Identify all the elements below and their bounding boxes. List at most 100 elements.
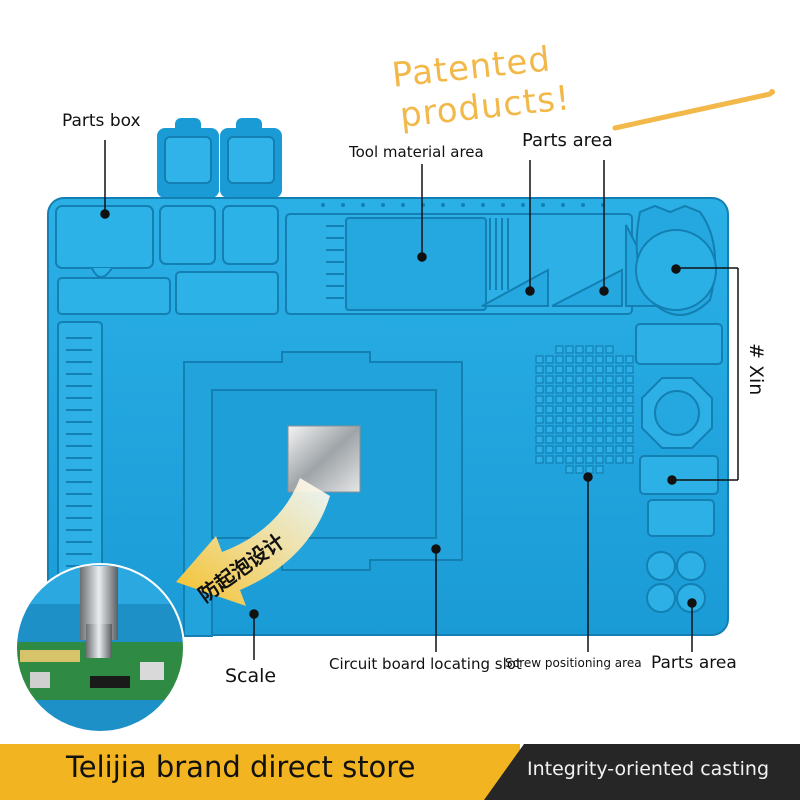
tool-slot-ribs xyxy=(326,225,344,299)
promo-brush-stroke xyxy=(612,91,773,131)
screw-cell xyxy=(585,445,594,454)
screw-cell xyxy=(585,345,594,354)
screw-cell xyxy=(625,375,634,384)
screw-cell xyxy=(565,385,574,394)
screw-cell xyxy=(565,415,574,424)
screw-cell xyxy=(545,425,554,434)
screw-cell xyxy=(535,425,544,434)
screw-cell xyxy=(575,405,584,414)
screw-cell xyxy=(575,345,584,354)
screw-cell xyxy=(555,445,564,454)
screw-cell xyxy=(575,355,584,364)
screw-cell xyxy=(575,425,584,434)
screw-cell xyxy=(545,365,554,374)
banner-right xyxy=(484,744,800,800)
label-parts-box: Parts box xyxy=(62,111,141,131)
screw-cell xyxy=(565,375,574,384)
screw-cell xyxy=(605,435,614,444)
screw-cell xyxy=(625,435,634,444)
screw-cell xyxy=(585,395,594,404)
screw-cell xyxy=(585,405,594,414)
screw-cell xyxy=(535,375,544,384)
screw-cell xyxy=(595,375,604,384)
screw-cell xyxy=(605,405,614,414)
screw-cell xyxy=(535,445,544,454)
screw-cell xyxy=(615,435,624,444)
screw-cell xyxy=(545,395,554,404)
screw-cell xyxy=(555,425,564,434)
screw-cell xyxy=(565,395,574,404)
screw-cell xyxy=(595,425,604,434)
clover-compartments xyxy=(646,551,706,613)
screw-cell xyxy=(595,345,604,354)
label-xin: # Xin xyxy=(745,343,767,396)
screw-cell xyxy=(615,455,624,464)
screw-cell xyxy=(535,455,544,464)
screw-cell xyxy=(575,445,584,454)
banner-store-name: Telijia brand direct store xyxy=(66,750,416,784)
screw-cell xyxy=(605,455,614,464)
screw-cell xyxy=(575,435,584,444)
screw-cell xyxy=(555,415,564,424)
screw-cell xyxy=(555,435,564,444)
screw-cell xyxy=(585,375,594,384)
label-parts-area-top: Parts area xyxy=(522,130,613,151)
screw-cell xyxy=(595,455,604,464)
screw-cell xyxy=(595,435,604,444)
screw-cell xyxy=(585,455,594,464)
screw-cell xyxy=(615,385,624,394)
screw-cell xyxy=(625,455,634,464)
screw-cell xyxy=(585,425,594,434)
screw-cell xyxy=(615,415,624,424)
screw-cell xyxy=(615,365,624,374)
banner-left xyxy=(0,744,520,800)
screw-cell xyxy=(555,355,564,364)
screw-cell xyxy=(585,365,594,374)
screw-cell xyxy=(615,405,624,414)
screw-cell xyxy=(535,385,544,394)
screw-cell xyxy=(575,385,584,394)
screw-cell xyxy=(595,395,604,404)
screw-cell xyxy=(565,465,574,474)
screw-cell xyxy=(565,365,574,374)
parts-area-triangle-left xyxy=(481,268,549,307)
screw-cell xyxy=(575,465,584,474)
screw-cell xyxy=(545,375,554,384)
screw-cell xyxy=(565,345,574,354)
label-parts-area-bottom: Parts area xyxy=(651,653,737,673)
label-circuit-board-slot: Circuit board locating slot xyxy=(329,655,522,673)
screw-cell xyxy=(535,415,544,424)
screw-cell xyxy=(605,425,614,434)
screw-cell xyxy=(545,435,554,444)
screw-cell xyxy=(625,405,634,414)
screw-cell xyxy=(565,435,574,444)
screw-cell xyxy=(625,385,634,394)
screw-cell xyxy=(625,415,634,424)
screw-cell xyxy=(595,365,604,374)
screw-cell xyxy=(595,355,604,364)
scale-ticks xyxy=(66,337,92,567)
tool-comb xyxy=(489,218,509,290)
screw-cell xyxy=(555,405,564,414)
anti-foam-arrow xyxy=(176,478,330,606)
screw-cell xyxy=(575,375,584,384)
screw-cell xyxy=(585,355,594,364)
screw-cell xyxy=(565,445,574,454)
screw-cell xyxy=(615,425,624,434)
screw-cell xyxy=(555,395,564,404)
screw-cell xyxy=(565,355,574,364)
screw-cell xyxy=(605,365,614,374)
screw-cell xyxy=(555,455,564,464)
screw-cell xyxy=(555,375,564,384)
screw-cell xyxy=(565,455,574,464)
screw-cell xyxy=(625,425,634,434)
screw-cell xyxy=(545,445,554,454)
screw-cell xyxy=(575,455,584,464)
banner-slogan: Integrity-oriented casting xyxy=(527,758,770,780)
screw-cell xyxy=(545,385,554,394)
screw-cell xyxy=(605,395,614,404)
screw-cell xyxy=(625,365,634,374)
screw-cell xyxy=(625,395,634,404)
screw-cell xyxy=(605,415,614,424)
screw-cell xyxy=(535,395,544,404)
